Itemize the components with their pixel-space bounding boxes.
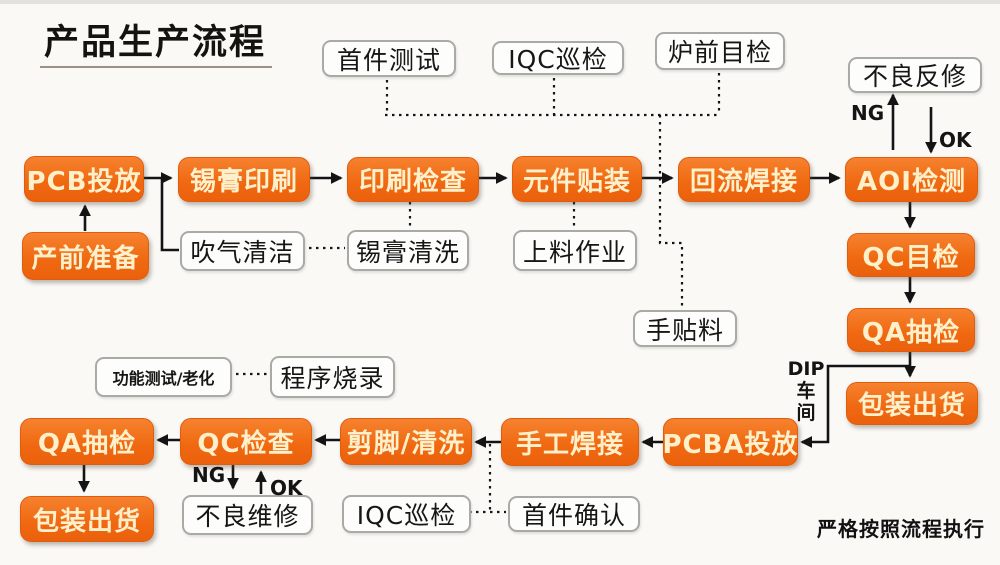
node-qa-sample-bottom: QA抽检: [20, 418, 154, 465]
node-qa-sample-right: QA抽检: [847, 308, 975, 352]
label-ok-bottom: OK: [270, 476, 303, 500]
label-ok-top: OK: [939, 128, 972, 152]
note-loading-work: 上料作业: [513, 230, 637, 271]
note-function-test-aging: 功能测试/老化: [95, 357, 232, 397]
label-ng-bottom: NG: [192, 463, 226, 487]
node-packing-bottom: 包装出货: [20, 496, 154, 542]
title-underline: [40, 66, 272, 68]
note-paste-clean: 锡膏清洗: [347, 230, 469, 271]
label-ng-top: NG: [851, 101, 885, 125]
page-title: 产品生产流程: [44, 23, 267, 63]
node-qc-visual: QC目检: [847, 233, 975, 277]
note-first-article-test: 首件测试: [322, 40, 456, 77]
label-dip-line3: 间: [796, 402, 816, 424]
dotted-links: [229, 66, 721, 514]
label-dip-workshop: DIP 车 间: [786, 358, 826, 424]
note-program-burn: 程序烧录: [270, 356, 395, 398]
node-hand-solder: 手工焊接: [501, 418, 639, 466]
solid-arrows: [78, 93, 937, 494]
node-pre-production: 产前准备: [22, 232, 149, 280]
note-defect-repair: 不良维修: [182, 495, 313, 535]
node-reflow-solder: 回流焊接: [678, 157, 810, 202]
note-air-blow-clean: 吹气清洁: [180, 231, 305, 271]
node-solder-paste-print: 锡膏印刷: [178, 157, 310, 202]
node-packing-right: 包装出货: [846, 382, 978, 425]
node-print-inspect: 印刷检查: [347, 157, 479, 202]
node-pcb-feed: PCB投放: [24, 156, 144, 202]
node-trim-clean: 剪脚/清洗: [340, 418, 472, 465]
note-hand-place: 手贴料: [633, 310, 737, 347]
node-aoi-inspect: AOI检测: [845, 157, 978, 202]
node-qc-check: QC检查: [180, 418, 312, 465]
footer-note: 严格按照流程执行: [817, 517, 985, 541]
top-edge-band: [0, 0, 1000, 4]
note-iqc-patrol-top: IQC巡检: [492, 41, 624, 75]
node-pcba-feed: PCBA投放: [662, 418, 798, 466]
label-dip-line2: 车: [796, 380, 816, 402]
node-component-place: 元件贴装: [512, 156, 642, 202]
label-dip-line1: DIP: [787, 358, 825, 380]
note-defect-rework: 不良反修: [848, 57, 982, 93]
note-pre-oven-visual: 炉前目检: [655, 32, 785, 70]
note-iqc-patrol-bottom: IQC巡检: [342, 495, 471, 533]
note-first-article-confirm: 首件确认: [508, 496, 640, 532]
